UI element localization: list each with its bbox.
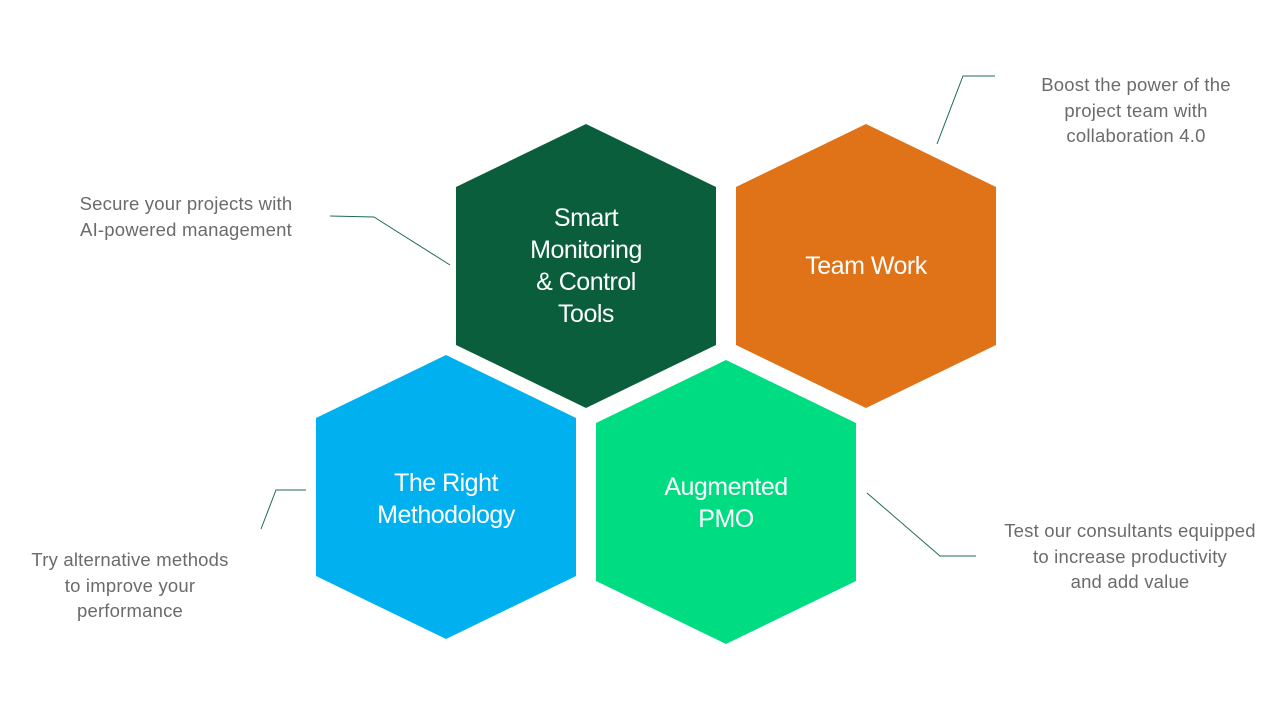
leader-line-augmented-pmo bbox=[866, 492, 976, 557]
leader-line-team-work bbox=[936, 75, 995, 145]
hexagon-label-smart-monitoring: Smart Monitoring & Control Tools bbox=[530, 204, 642, 328]
hexagon-right-methodology bbox=[316, 355, 576, 639]
caption-team-work: Boost the power of the project team with… bbox=[1041, 74, 1231, 146]
leader-line-right-methodology bbox=[260, 489, 306, 530]
hexagon-label-augmented-pmo: Augmented PMO bbox=[664, 473, 788, 533]
caption-right-methodology: Try alternative methods to improve your … bbox=[31, 549, 229, 621]
hexagon-augmented-pmo bbox=[596, 360, 856, 644]
leader-line-smart-monitoring bbox=[329, 215, 451, 266]
caption-smart-monitoring: Secure your projects with AI-powered man… bbox=[79, 193, 293, 240]
hexagon-smart-monitoring bbox=[456, 124, 716, 408]
caption-augmented-pmo: Test our consultants equipped to increas… bbox=[1004, 520, 1256, 592]
hexagon-team-work bbox=[736, 124, 996, 408]
hexagon-label-right-methodology: The Right Methodology bbox=[377, 469, 515, 529]
hexagon-label-team-work: Team Work bbox=[805, 252, 927, 280]
